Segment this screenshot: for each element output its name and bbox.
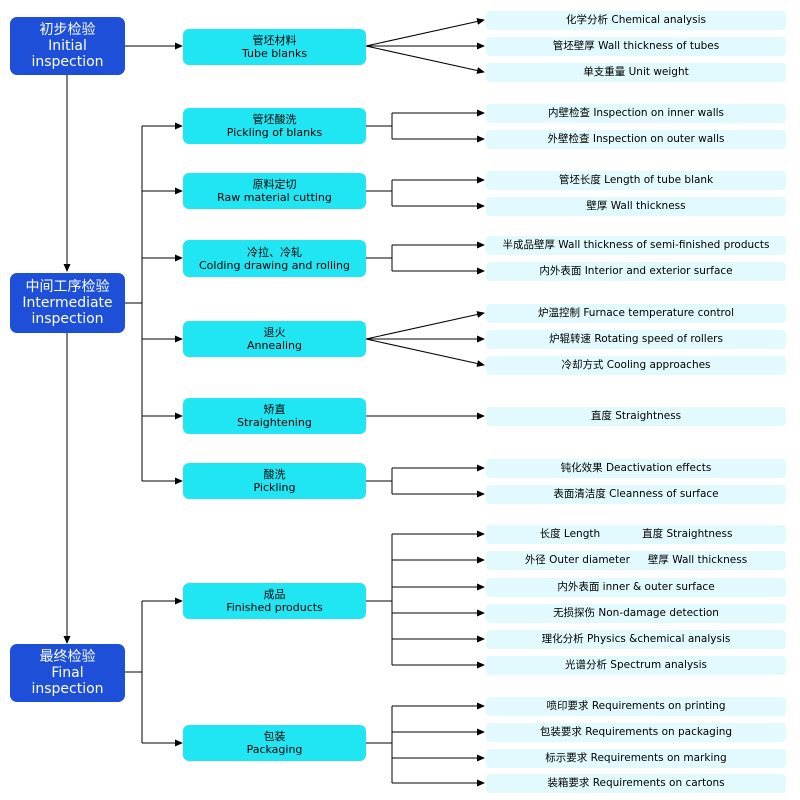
- step-en-label: Raw material cutting: [217, 191, 332, 204]
- step-annealing: 退火 Annealing: [183, 321, 366, 357]
- check-item: 冷却方式 Cooling approaches: [486, 356, 786, 375]
- check-item: 内壁检查 Inspection on inner walls: [486, 104, 786, 123]
- stage-final-inspection: 最终检验 Final inspection: [10, 644, 125, 702]
- check-item: 管坯壁厚 Wall thickness of tubes: [486, 37, 786, 56]
- check-item-part: 直度 Straightness: [642, 528, 733, 540]
- stage-zh-label: 最终检验: [39, 649, 96, 665]
- stage-zh-label: 初步检验: [39, 22, 96, 38]
- check-item: 外壁检查 Inspection on outer walls: [486, 130, 786, 149]
- check-item: 理化分析 Physics &chemical analysis: [486, 630, 786, 649]
- check-item: 喷印要求 Requirements on printing: [486, 697, 786, 716]
- step-en-label: Finished products: [226, 601, 323, 614]
- stage-en-label: inspection: [31, 54, 104, 70]
- check-item: 单支重量 Unit weight: [486, 63, 786, 82]
- step-en-label: Straightening: [237, 416, 312, 429]
- check-item: 管坯长度 Length of tube blank: [486, 171, 786, 190]
- step-packaging: 包装 Packaging: [183, 725, 366, 761]
- check-item: 半成品壁厚 Wall thickness of semi-finished pr…: [486, 236, 786, 255]
- stage-en-label: Final: [51, 665, 84, 681]
- check-item: 内外表面 inner & outer surface: [486, 578, 786, 597]
- check-item: 表面清洁度 Cleanness of surface: [486, 485, 786, 504]
- check-item: 壁厚 Wall thickness: [486, 197, 786, 216]
- check-item: 无损探伤 Non-damage detection: [486, 604, 786, 623]
- step-raw-material-cutting: 原料定切 Raw material cutting: [183, 173, 366, 209]
- step-finished-products: 成品 Finished products: [183, 583, 366, 619]
- check-item: 外径 Outer diameter 壁厚 Wall thickness: [486, 551, 786, 570]
- check-item: 标示要求 Requirements on marking: [486, 749, 786, 768]
- step-zh-label: 矫直: [263, 403, 286, 416]
- check-item: 内外表面 Interior and exterior surface: [486, 262, 786, 281]
- check-item: 炉温控制 Furnace temperature control: [486, 304, 786, 323]
- stage-en-label: Intermediate: [22, 295, 113, 311]
- check-item: 包装要求 Requirements on packaging: [486, 723, 786, 742]
- step-straightening: 矫直 Straightening: [183, 398, 366, 434]
- check-item-part: 外径 Outer diameter: [524, 554, 630, 566]
- step-en-label: Packaging: [246, 743, 303, 756]
- check-item: 直度 Straightness: [486, 407, 786, 426]
- check-item-part: 壁厚 Wall thickness: [647, 554, 748, 566]
- step-zh-label: 原料定切: [252, 178, 297, 191]
- step-en-label: Tube blanks: [241, 47, 308, 60]
- step-en-label: Colding drawing and rolling: [198, 258, 351, 272]
- step-zh-label: 管坯材料: [252, 34, 297, 47]
- step-pickling: 酸洗 Pickling: [183, 463, 366, 499]
- stage-en-label: inspection: [31, 311, 104, 327]
- step-colding-drawing-rolling: 冷拉、冷轧 Colding drawing and rolling: [183, 240, 366, 277]
- step-pickling-of-blanks: 管坯酸洗 Pickling of blanks: [183, 108, 366, 144]
- step-zh-label: 包装: [263, 730, 286, 743]
- step-en-label: Annealing: [246, 339, 303, 352]
- step-en-label: Pickling: [253, 481, 296, 494]
- stage-initial-inspection: 初步检验 Initial inspection: [10, 17, 125, 75]
- check-item: 光谱分析 Spectrum analysis: [486, 656, 786, 675]
- check-item: 装箱要求 Requirements on cartons: [486, 774, 786, 793]
- step-zh-label: 成品: [263, 588, 286, 601]
- check-item: 炉辊转速 Rotating speed of rollers: [486, 330, 786, 349]
- check-item: 化学分析 Chemical analysis: [486, 11, 786, 30]
- stage-en-label: inspection: [31, 681, 104, 697]
- step-en-label: Pickling of blanks: [226, 126, 323, 139]
- step-zh-label: 冷拉、冷轧: [247, 245, 302, 259]
- step-tube-blanks: 管坯材料 Tube blanks: [183, 29, 366, 65]
- step-zh-label: 管坯酸洗: [252, 113, 297, 126]
- check-item: 长度 Length 直度 Straightness: [486, 525, 786, 544]
- check-item: 钝化效果 Deactivation effects: [486, 459, 786, 478]
- step-zh-label: 退火: [263, 326, 286, 339]
- step-zh-label: 酸洗: [263, 468, 286, 481]
- stage-zh-label: 中间工序检验: [25, 279, 110, 295]
- stage-en-label: Initial: [48, 38, 87, 54]
- stage-intermediate-inspection: 中间工序检验 Intermediate inspection: [10, 273, 125, 333]
- check-item-part: 长度 Length: [539, 528, 601, 540]
